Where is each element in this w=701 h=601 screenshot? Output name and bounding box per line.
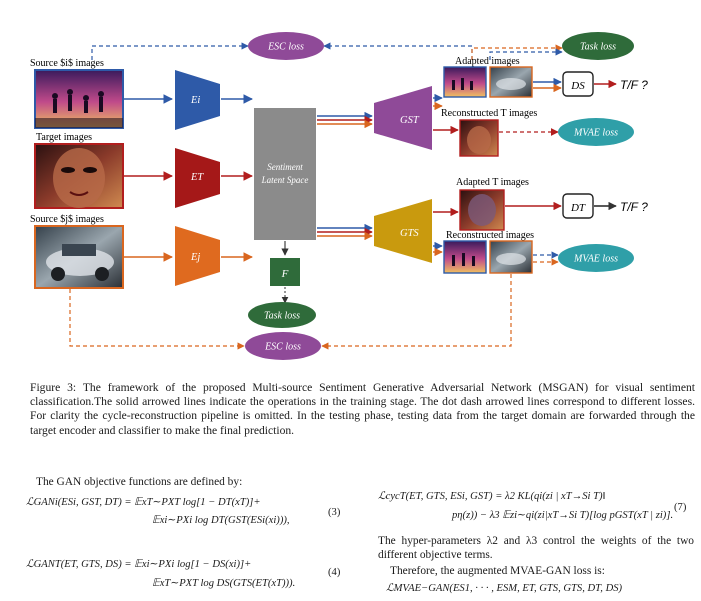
classifier-f — [270, 258, 300, 286]
encoder-ei-label: Ei — [190, 95, 200, 106]
esc-loss-bottom — [245, 332, 321, 360]
eq4-line1: ℒGANT(ET, GTS, DS) = 𝔼xi∼PXi log[1 − DS(… — [26, 559, 252, 570]
reconstructed-t-image — [459, 119, 499, 157]
eq3-number: (3) — [328, 507, 341, 518]
framework-figure: ESC loss Task loss Source $i$ images Tar… — [30, 32, 648, 360]
ds-label: DS — [570, 80, 585, 92]
latent-space-line1: Sentiment — [267, 162, 303, 172]
eq7-line2: pη(z)) − λ3 𝔼zi∼qi(zi|xT→Si T)[log pGST(… — [452, 510, 674, 521]
generator-gst-label: GST — [400, 115, 420, 126]
mvae-loss-bottom-label: MVAE loss — [573, 254, 618, 265]
task-loss-top — [562, 32, 634, 60]
discriminator-dt — [562, 193, 594, 219]
eq4-number: (4) — [328, 567, 341, 578]
reconstructed-image-1 — [443, 240, 487, 274]
source-i-image — [34, 69, 124, 129]
adapted-image-1 — [443, 66, 487, 98]
label-adapted-images: Adapted images — [455, 56, 520, 67]
mvae-loss-bottom — [558, 244, 634, 272]
mvae-loss-top-label: MVAE loss — [573, 128, 618, 139]
task-loss-bottom-label: Task loss — [264, 311, 300, 322]
figure-caption: Figure 3: The framework of the proposed … — [30, 381, 695, 437]
generator-gts-label: GTS — [400, 228, 419, 239]
eq7-line1: ℒcycT(ET, GTS, ESi, GST) = λ2 KL(qi(zi |… — [378, 491, 606, 502]
label-source-i: Source $i$ images — [30, 58, 104, 69]
encoder-et-label: ET — [190, 172, 204, 183]
latent-space-line2: Latent Space — [261, 175, 309, 185]
eq3-line1: ℒGANi(ESi, GST, DT) = 𝔼xT∼PXT log[1 − DT… — [26, 497, 261, 508]
eq3-line2: 𝔼xi∼PXi log DT(GST(ESi(xi))), — [152, 515, 290, 526]
generator-gst — [374, 86, 432, 150]
target-image — [34, 143, 124, 209]
therefore-text: Therefore, the augmented MVAE-GAN loss i… — [390, 565, 605, 577]
label-reconstructed: Reconstructed images — [446, 230, 534, 241]
label-source-j: Source $j$ images — [30, 214, 104, 225]
task-loss-bottom — [248, 302, 316, 328]
encoder-ej — [175, 226, 220, 286]
gan-intro: The GAN objective functions are defined … — [36, 476, 243, 488]
mvae-loss-top — [558, 118, 634, 146]
encoder-ej-label: Ej — [190, 252, 200, 263]
dt-label: DT — [570, 202, 586, 214]
esc-loss-top — [248, 32, 324, 60]
adapted-t-image — [459, 189, 505, 231]
eq-final: ℒMVAE−GAN(ES1, · · · , ESM, ET, GTS, GTS… — [386, 583, 623, 594]
encoder-ei — [175, 70, 220, 130]
discriminator-ds — [562, 71, 594, 97]
hyper-parameters-text: The hyper-parameters λ2 and λ3 control t… — [378, 535, 694, 561]
source-j-image — [34, 225, 124, 289]
eq4-line2: 𝔼xT∼PXT log DS(GTS(ET(xT))). — [152, 578, 296, 589]
label-reconstructed-t: Reconstructed T images — [441, 108, 537, 119]
task-loss-top-label: Task loss — [580, 42, 616, 53]
classifier-f-label: F — [281, 268, 289, 280]
esc-loss-bottom-label: ESC loss — [264, 342, 301, 353]
adapted-image-2 — [489, 66, 533, 98]
dt-tf: T/F ? — [620, 200, 648, 214]
label-target: Target images — [36, 132, 92, 143]
eq7-number: (7) — [674, 502, 687, 513]
sentiment-latent-space — [254, 108, 316, 240]
reconstructed-image-2 — [489, 240, 533, 274]
ds-tf: T/F ? — [620, 78, 648, 92]
generator-gts — [374, 199, 432, 263]
label-adapted-t: Adapted T images — [456, 177, 529, 188]
esc-loss-top-label: ESC loss — [267, 42, 304, 53]
encoder-et — [175, 148, 220, 208]
